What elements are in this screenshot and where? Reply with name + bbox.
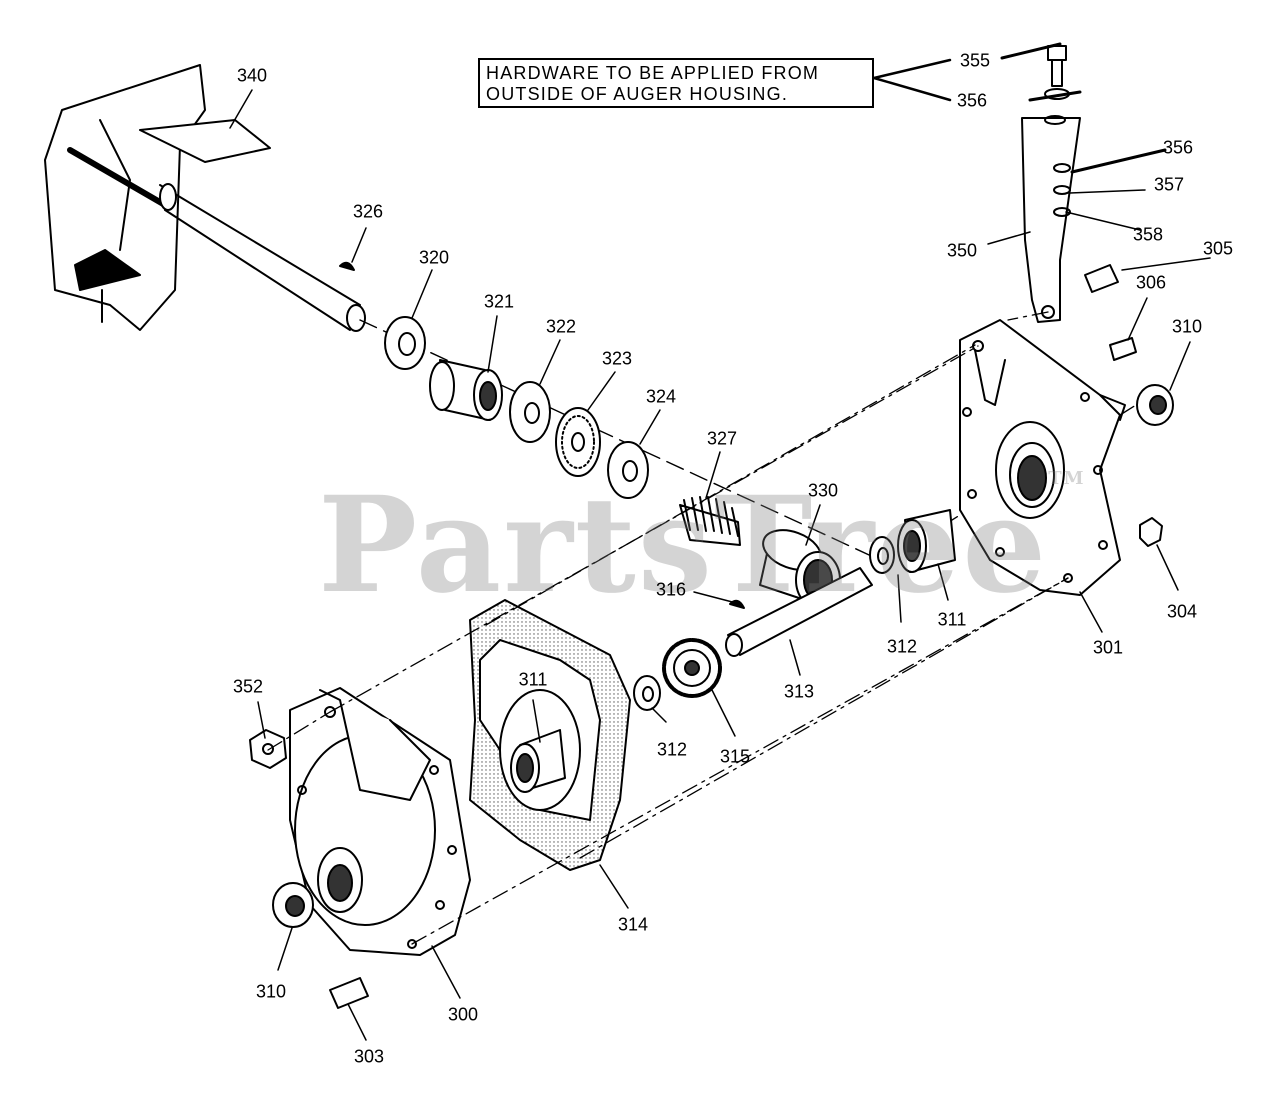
washer-320 xyxy=(384,316,426,370)
callout-340: 340 xyxy=(236,65,268,86)
callout-311-left: 311 xyxy=(518,669,548,690)
auger-assembly-340 xyxy=(44,64,366,332)
callout-355: 355 xyxy=(959,50,991,71)
shaft-313 xyxy=(725,567,873,657)
gear-315 xyxy=(662,638,722,698)
callout-311-right: 311 xyxy=(937,609,967,630)
callout-330: 330 xyxy=(807,480,839,501)
callout-310-right: 310 xyxy=(1171,316,1203,337)
callout-314: 314 xyxy=(617,914,649,935)
bushing-311-right xyxy=(897,509,956,573)
watermark: PartsTreeTM xyxy=(318,468,1086,623)
callout-327: 327 xyxy=(706,428,738,449)
hardware-note-line1: HARDWARE TO BE APPLIED FROM xyxy=(486,63,820,83)
callout-310-left: 310 xyxy=(255,981,287,1002)
washer-324 xyxy=(607,441,649,499)
nut-352 xyxy=(249,729,287,769)
callout-350: 350 xyxy=(946,240,978,261)
nut-304 xyxy=(1139,517,1163,547)
washer-312-left xyxy=(633,675,661,711)
bearing-321 xyxy=(429,359,503,421)
callout-358: 358 xyxy=(1132,224,1164,245)
callout-313: 313 xyxy=(783,681,815,702)
worm-gear-327 xyxy=(679,496,741,546)
setscrew-306 xyxy=(1109,337,1137,361)
callout-315: 315 xyxy=(719,746,751,767)
bearing-310-left xyxy=(272,882,314,928)
callout-305: 305 xyxy=(1202,238,1234,259)
bearing-310-right xyxy=(1136,384,1174,426)
callout-356-mid: 356 xyxy=(1162,137,1194,158)
bracket-350 xyxy=(1021,115,1081,323)
bolt-303 xyxy=(329,977,369,1009)
callout-356-top: 356 xyxy=(956,90,988,111)
key-326 xyxy=(339,261,355,271)
callout-306: 306 xyxy=(1135,272,1167,293)
callout-352: 352 xyxy=(232,676,264,697)
callout-357: 357 xyxy=(1153,174,1185,195)
housing-half-301 xyxy=(959,319,1126,596)
hardware-note-line2: OUTSIDE OF AUGER HOUSING. xyxy=(486,84,789,104)
washer-312-right xyxy=(869,536,895,574)
callout-324: 324 xyxy=(645,386,677,407)
callout-323: 323 xyxy=(601,348,633,369)
bolt-305 xyxy=(1084,264,1119,293)
thrust-bearing-323 xyxy=(555,407,601,477)
watermark-tm: TM xyxy=(1048,468,1086,489)
bushing-311-left xyxy=(510,729,566,793)
callout-304: 304 xyxy=(1166,601,1198,622)
watermark-text: PartsTree xyxy=(318,468,1049,623)
callout-303: 303 xyxy=(353,1046,385,1067)
washer-322 xyxy=(509,381,551,443)
callout-312-left: 312 xyxy=(656,739,688,760)
callout-300: 300 xyxy=(447,1004,479,1025)
housing-half-300 xyxy=(289,687,471,956)
callout-301: 301 xyxy=(1092,637,1124,658)
callout-322: 322 xyxy=(545,316,577,337)
callout-326: 326 xyxy=(352,201,384,222)
bolt-355 xyxy=(1044,45,1070,100)
callout-321: 321 xyxy=(483,291,515,312)
callout-320: 320 xyxy=(418,247,450,268)
callout-312-right: 312 xyxy=(886,636,918,657)
hardware-note: HARDWARE TO BE APPLIED FROM OUTSIDE OF A… xyxy=(478,58,874,108)
callout-316: 316 xyxy=(655,579,687,600)
